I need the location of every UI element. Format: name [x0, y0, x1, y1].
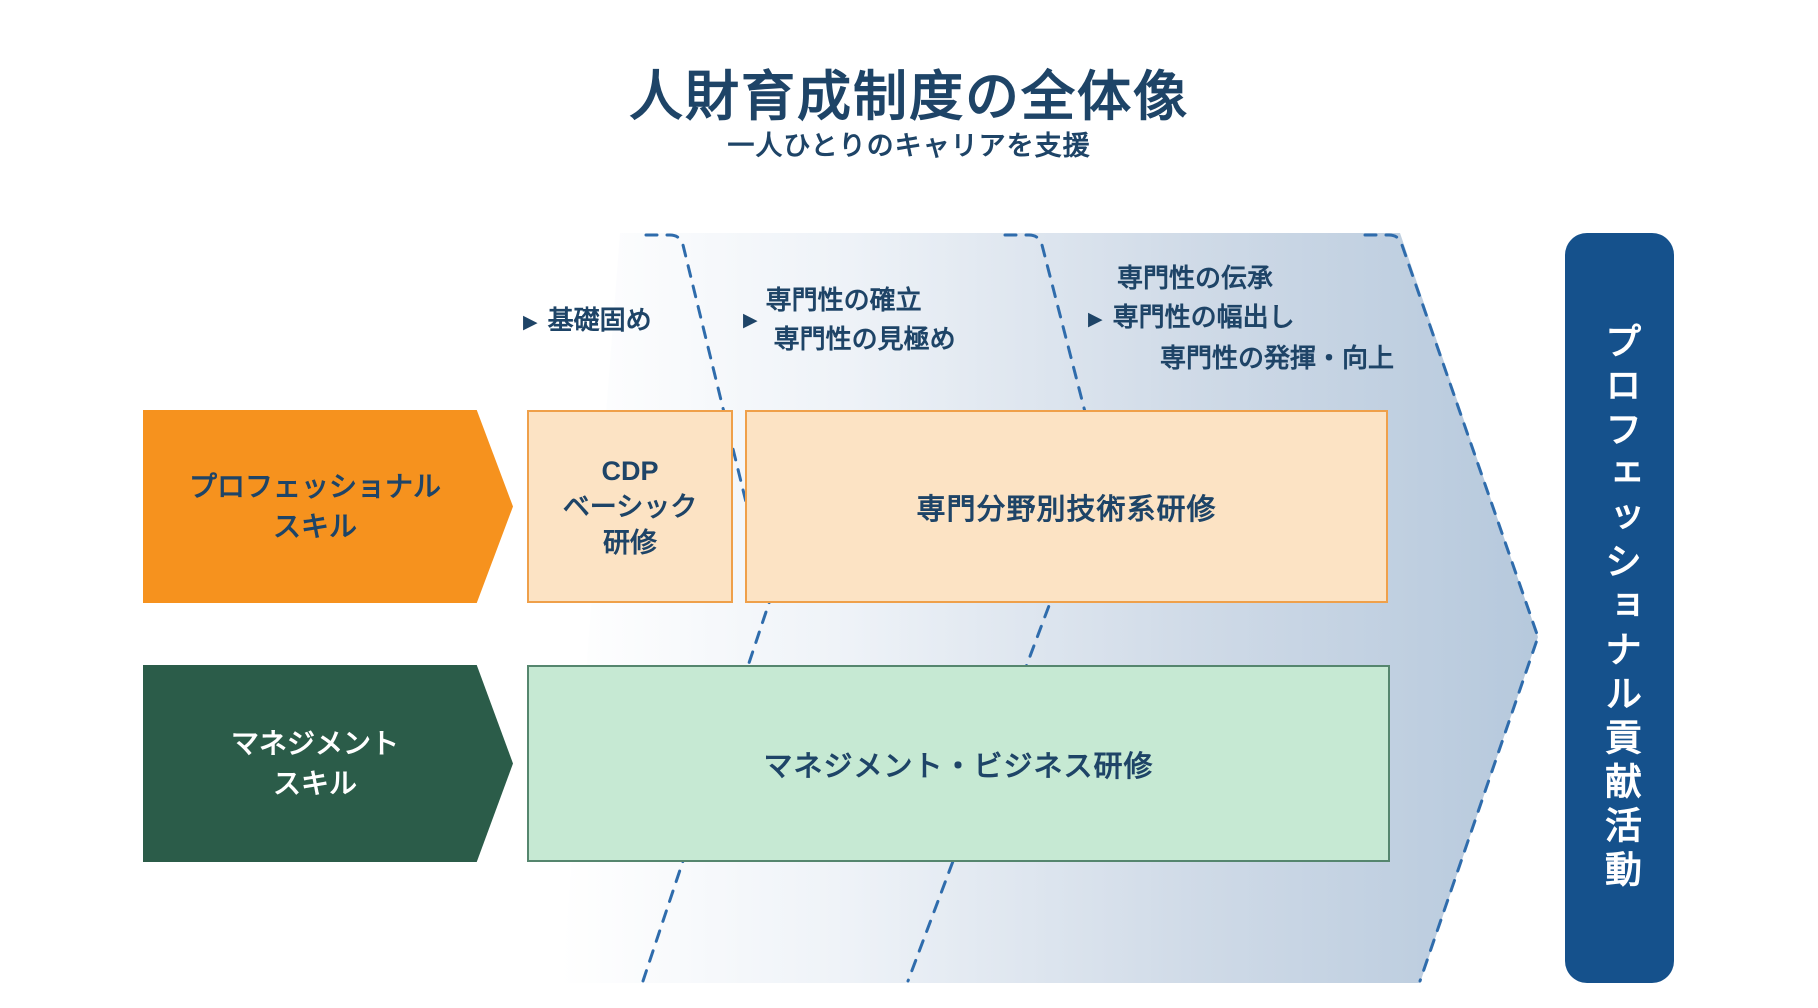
page-title: 人財育成制度の全体像	[629, 67, 1189, 127]
cdp-box-line2: ベーシック	[562, 491, 698, 522]
phase-label-3: 専門性の伝承 ▶ 専門性の幅出し 専門性の発揮・向上	[1088, 259, 1394, 378]
box-cdp-basic-training: CDP ベーシック 研修	[527, 410, 733, 603]
phase-3-item-3: 専門性の発揮・向上	[1160, 343, 1395, 373]
phase-3-line-2: ▶ 専門性の幅出し	[1088, 298, 1394, 339]
phase-2-item-1: 専門性の確立	[765, 285, 922, 315]
phase-2-item-2: 専門性の見極め	[773, 324, 956, 354]
phase-1-line-1: ▶ 基礎固め	[523, 301, 652, 342]
banner-professional-contribution: プロフェッショナル貢献活動	[1565, 233, 1674, 983]
box-technical-training: 専門分野別技術系研修	[745, 410, 1388, 603]
cdp-box-line3: 研修	[603, 527, 657, 558]
triangle-marker-icon: ▶	[523, 312, 538, 333]
phase-separator-1	[641, 233, 772, 983]
phase-label-2: ▶ 専門性の確立 専門性の見極め	[743, 281, 956, 359]
triangle-marker-icon: ▶	[1088, 309, 1103, 330]
flow-arrow-tip-edge	[1363, 233, 1540, 983]
page-subtitle: 一人ひとりのキャリアを支援	[727, 131, 1091, 161]
management-skill-label-line1: マネジメント	[230, 727, 399, 759]
category-arrow-professional-skill: プロフェッショナル スキル	[143, 410, 513, 603]
phase-3-item-1: 専門性の伝承	[1117, 263, 1274, 293]
management-business-label: マネジメント・ビジネス研修	[763, 750, 1154, 783]
banner-label: プロフェッショナル貢献活動	[1599, 322, 1641, 894]
management-skill-label-line2: スキル	[272, 767, 357, 799]
phase-separator-2	[906, 233, 1102, 983]
professional-skill-label-line1: プロフェッショナル	[188, 470, 441, 502]
phase-2-lines: 専門性の確立 専門性の見極め	[766, 281, 956, 359]
triangle-marker-icon: ▶	[743, 309, 758, 331]
box-management-business-training: マネジメント・ビジネス研修	[527, 665, 1390, 862]
phase-1-item-1: 基礎固め	[547, 305, 652, 335]
professional-skill-label-line2: スキル	[272, 510, 357, 542]
phase-label-1: ▶ 基礎固め	[523, 301, 652, 342]
cdp-box-line1: CDP	[601, 455, 659, 486]
phase-3-item-2: 専門性の幅出し	[1112, 302, 1295, 332]
category-arrow-management-skill: マネジメント スキル	[143, 665, 513, 862]
technical-training-label: 専門分野別技術系研修	[916, 493, 1217, 526]
